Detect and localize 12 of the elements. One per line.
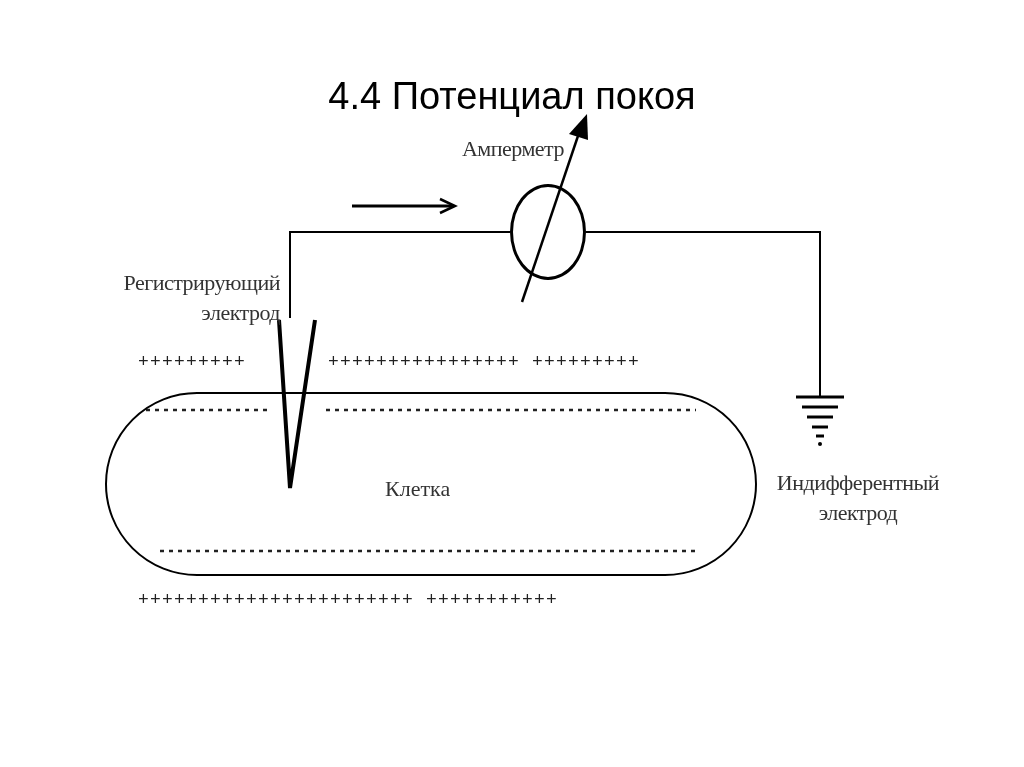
cell-label: Клетка <box>385 475 451 503</box>
positive-charge-row-text: +++++++++++++++++++++++ +++++++++++ <box>138 589 559 612</box>
wire <box>585 231 821 391</box>
positive-charge-row-text: +++++++++ <box>138 351 247 374</box>
wire <box>289 231 511 319</box>
cell-capsule <box>105 392 757 576</box>
component-label: Амперметр <box>460 135 564 163</box>
component-label: Индифферентный электрод <box>775 469 941 527</box>
component-label: Регистрирующий электрод <box>122 269 280 327</box>
positive-charge-row-text: ++++++++++++++++ +++++++++ <box>328 351 641 374</box>
ammeter-circle <box>510 184 586 280</box>
title: 4.4 Потенциал покоя <box>327 74 697 119</box>
